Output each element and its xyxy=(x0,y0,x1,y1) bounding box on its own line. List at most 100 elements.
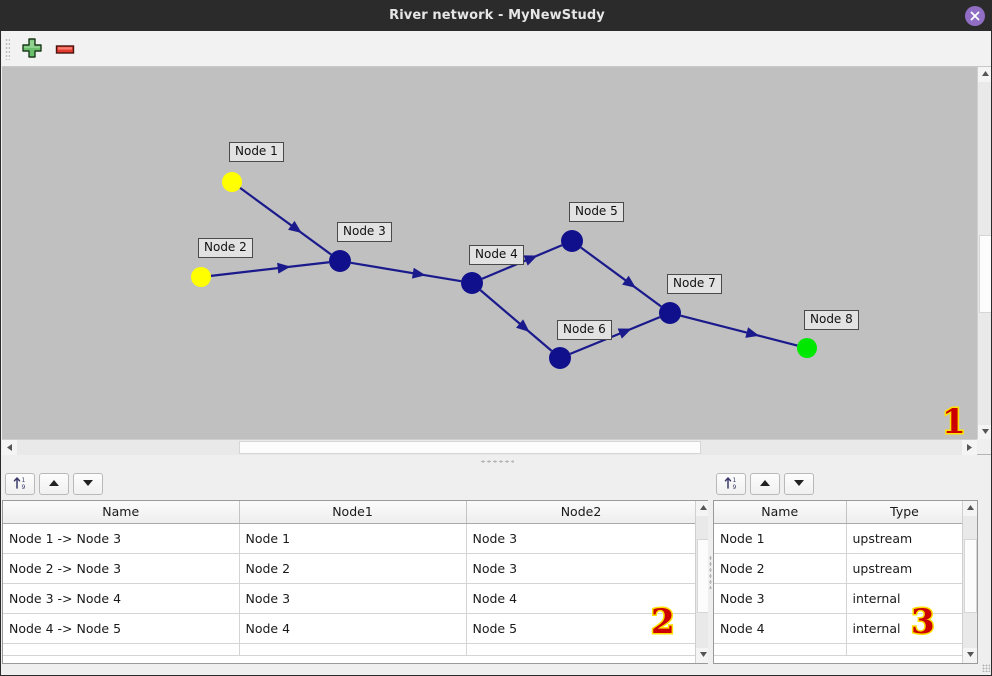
column-header[interactable]: Node1 xyxy=(239,501,467,524)
scroll-down-icon[interactable] xyxy=(963,648,977,663)
column-header[interactable]: Node2 xyxy=(466,501,696,524)
nodes-toolbar: 1 9 xyxy=(713,468,991,498)
graph-node[interactable] xyxy=(797,338,817,358)
graph-node[interactable] xyxy=(461,272,483,294)
graph-edge[interactable] xyxy=(479,289,553,352)
network-graph-canvas[interactable]: Node 1 Node 2 Node 3 Node 4 Node 5 Node 6 Node… xyxy=(2,67,977,455)
table-cell[interactable]: Node 4 xyxy=(239,613,467,644)
table-cell[interactable]: upstream xyxy=(846,553,963,584)
column-header[interactable]: Name xyxy=(714,501,847,524)
nodes-vertical-scrollbar[interactable] xyxy=(962,501,977,663)
table-cell[interactable] xyxy=(3,643,240,656)
graph-node[interactable] xyxy=(659,302,681,324)
toolbar-grip[interactable] xyxy=(5,38,10,60)
graph-node-label[interactable]: Node 5 xyxy=(569,202,624,222)
scroll-up-icon[interactable] xyxy=(963,501,977,516)
graph-node-label[interactable]: Node 4 xyxy=(469,245,524,265)
table-cell[interactable]: Node 4 -> Node 5 xyxy=(3,613,240,644)
graph-node-label[interactable]: Node 3 xyxy=(337,222,392,242)
table-cell[interactable]: Node 4 xyxy=(714,613,847,644)
graph-edge[interactable] xyxy=(580,246,662,308)
graph-horizontal-scrollbar[interactable] xyxy=(2,439,977,455)
scroll-up-icon[interactable] xyxy=(978,67,991,82)
graph-node[interactable] xyxy=(329,250,351,272)
table-cell[interactable]: Node 1 xyxy=(714,523,847,554)
table-cell[interactable] xyxy=(714,643,847,656)
scroll-down-icon[interactable] xyxy=(696,648,710,663)
graph-node[interactable] xyxy=(191,267,211,287)
graph-vertical-scrollbar[interactable] xyxy=(977,67,991,440)
table-cell[interactable]: internal xyxy=(846,613,963,644)
table-cell[interactable]: Node 4 xyxy=(466,583,696,614)
graph-node-label[interactable]: Node 6 xyxy=(557,320,612,340)
move-down-icon[interactable] xyxy=(784,473,814,495)
table-cell[interactable]: Node 1 -> Node 3 xyxy=(3,523,240,554)
table-cell[interactable]: Node 5 xyxy=(466,613,696,644)
table-cell[interactable]: Node 2 xyxy=(714,553,847,584)
nodes-vscroll-thumb[interactable] xyxy=(964,539,977,613)
table-cell[interactable]: Node 2 xyxy=(239,553,467,584)
graph-hscroll-thumb[interactable] xyxy=(239,441,701,454)
horizontal-splitter[interactable] xyxy=(2,456,991,468)
table-cell[interactable]: Node 1 xyxy=(239,523,467,554)
table-cell[interactable]: upstream xyxy=(846,523,963,554)
scroll-left-icon[interactable] xyxy=(2,440,17,455)
graph-edge[interactable] xyxy=(680,314,798,347)
graph-node[interactable] xyxy=(561,230,583,252)
graph-edge[interactable] xyxy=(239,187,332,256)
column-header[interactable]: Type xyxy=(846,501,963,524)
table-cell[interactable]: internal xyxy=(846,583,963,614)
scroll-right-icon[interactable] xyxy=(962,440,977,455)
table-cell[interactable] xyxy=(466,643,696,656)
sort-icon[interactable]: 1 9 xyxy=(5,473,35,495)
table-cell[interactable] xyxy=(846,643,963,656)
move-up-icon[interactable] xyxy=(39,473,69,495)
graph-edge[interactable] xyxy=(569,316,661,355)
reaches-vertical-scrollbar[interactable] xyxy=(695,501,710,663)
window-title: River network - MyNewStudy xyxy=(389,8,605,23)
close-icon[interactable] xyxy=(965,6,985,26)
graph-node-label[interactable]: Node 7 xyxy=(667,274,722,294)
table-cell[interactable] xyxy=(239,643,467,656)
sort-icon[interactable]: 1 9 xyxy=(716,473,746,495)
graph-node-label[interactable]: Node 2 xyxy=(198,238,253,258)
svg-text:1: 1 xyxy=(22,477,26,484)
column-header[interactable]: Name xyxy=(3,501,240,524)
graph-node[interactable] xyxy=(222,172,242,192)
table-cell[interactable]: Node 3 xyxy=(239,583,467,614)
table-row[interactable] xyxy=(714,643,963,656)
table-row[interactable] xyxy=(3,643,696,656)
scroll-down-icon[interactable] xyxy=(978,425,991,440)
table-cell[interactable]: Node 3 xyxy=(714,583,847,614)
table-cell[interactable]: Node 2 -> Node 3 xyxy=(3,553,240,584)
scroll-up-icon[interactable] xyxy=(696,501,710,516)
window-resize-grip[interactable] xyxy=(982,664,990,672)
move-down-icon[interactable] xyxy=(73,473,103,495)
graph-node-label[interactable]: Node 1 xyxy=(229,142,284,162)
green-plus-icon[interactable] xyxy=(19,36,45,62)
vertical-splitter[interactable] xyxy=(708,468,713,675)
graph-node-label[interactable]: Node 8 xyxy=(804,310,859,330)
table-cell[interactable]: Node 3 xyxy=(466,523,696,554)
table-cell[interactable]: Node 3 -> Node 4 xyxy=(3,583,240,614)
graph-vscroll-thumb[interactable] xyxy=(979,235,991,313)
graph-edge[interactable] xyxy=(210,261,330,277)
move-up-icon[interactable] xyxy=(750,473,780,495)
graph-edge[interactable] xyxy=(350,261,462,283)
red-minus-icon[interactable] xyxy=(52,36,78,62)
graph-node[interactable] xyxy=(549,347,571,369)
table-cell[interactable]: Node 3 xyxy=(466,553,696,584)
